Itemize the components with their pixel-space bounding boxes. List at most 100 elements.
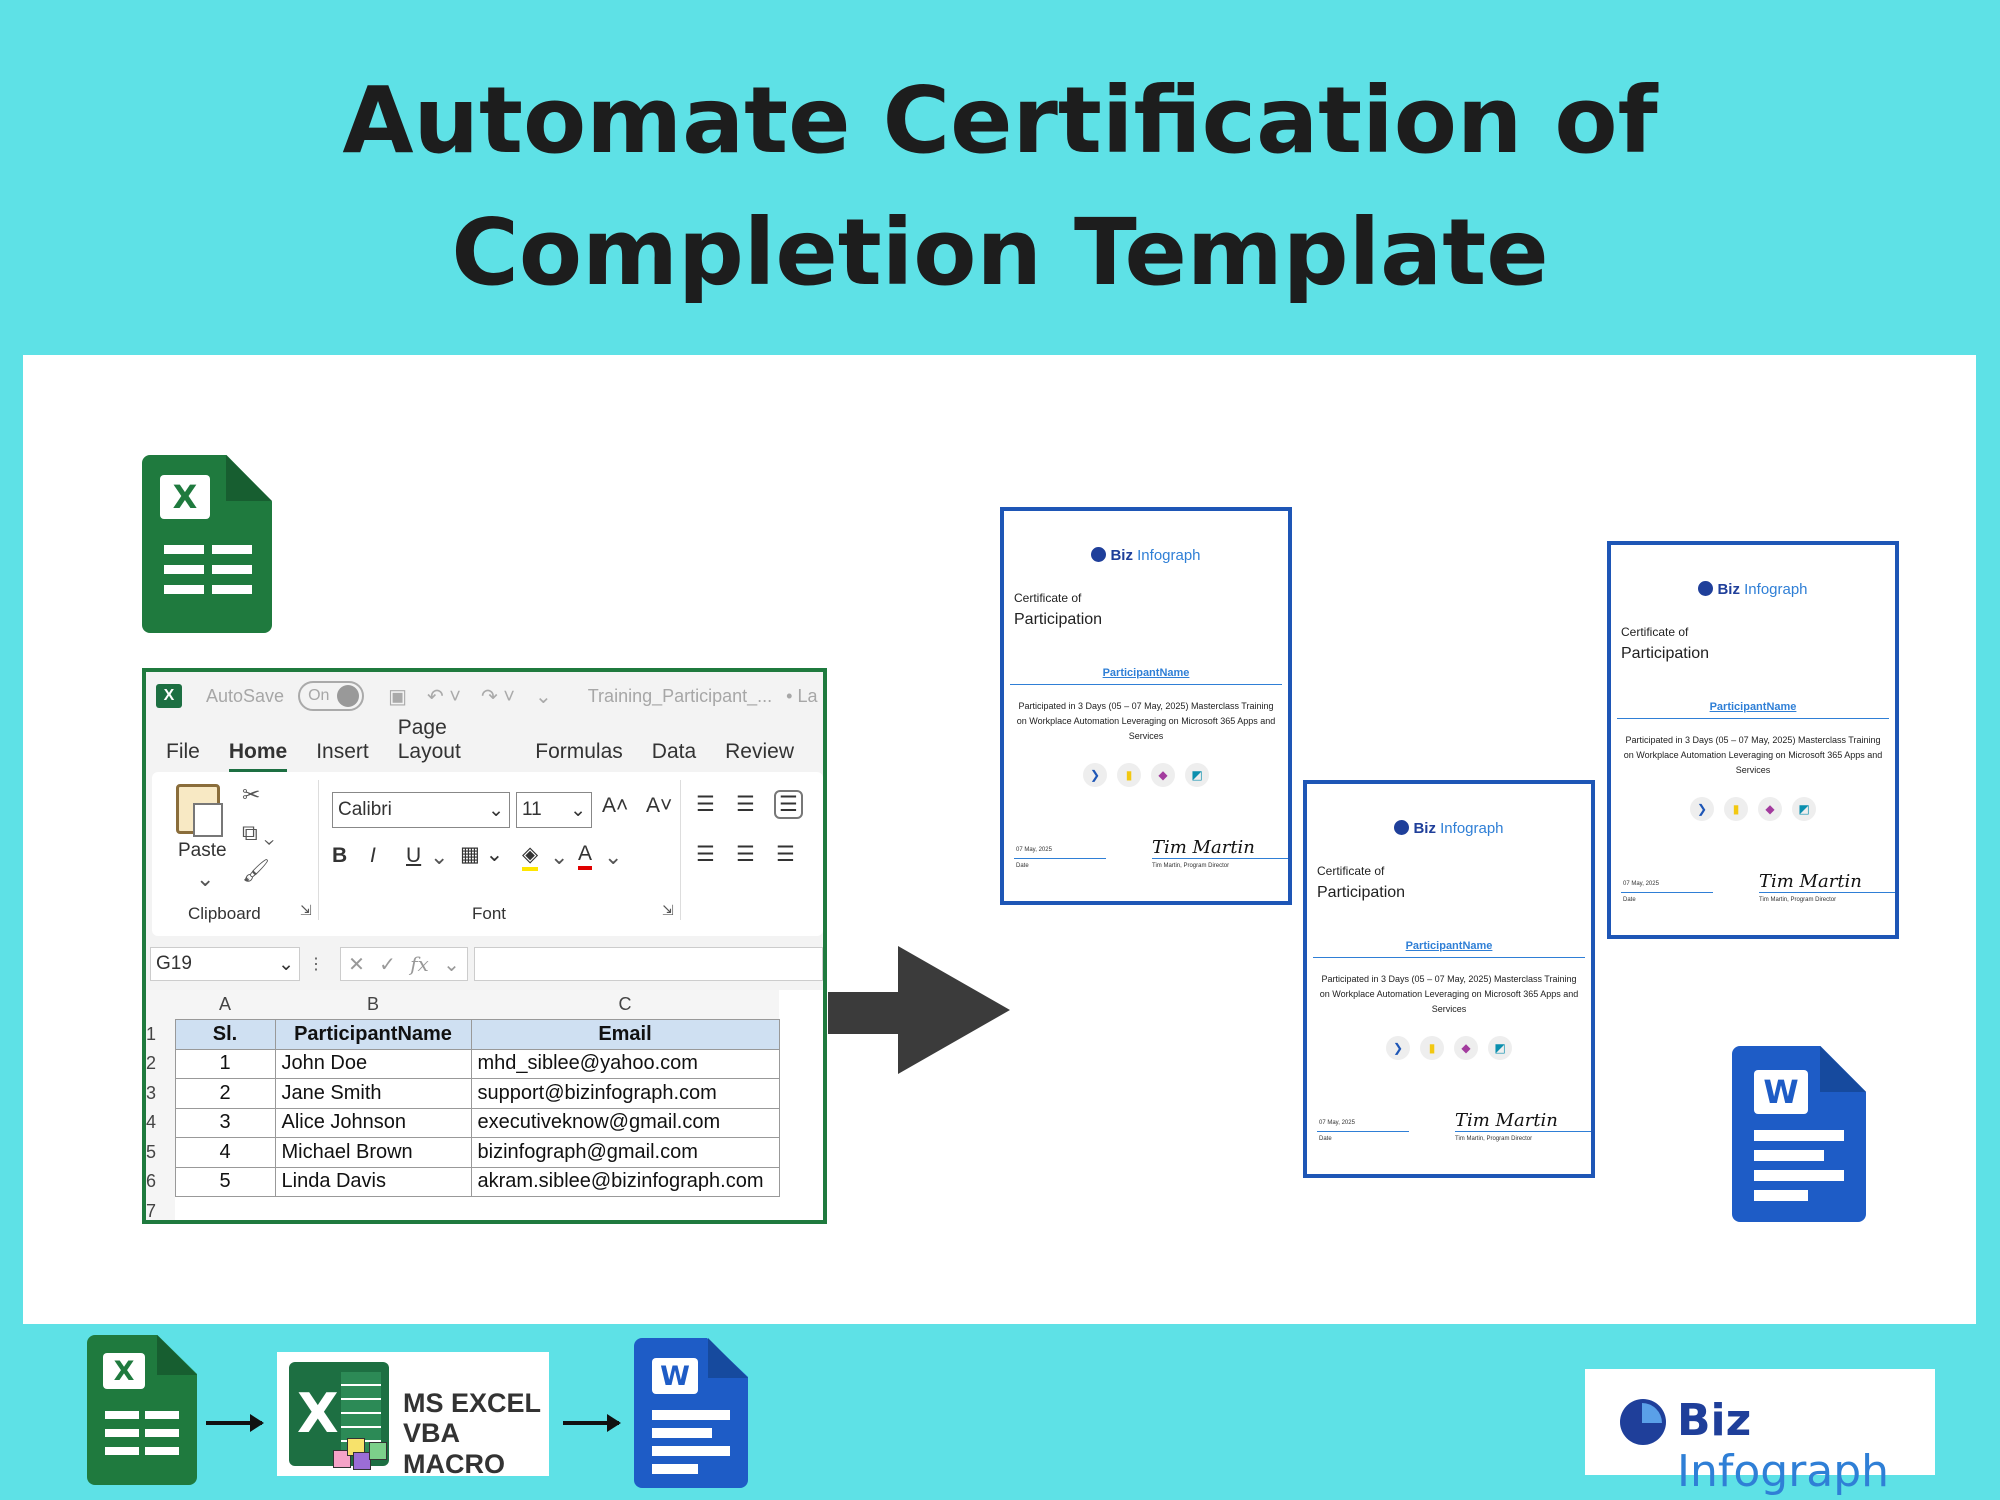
header-cell-sl[interactable]: Sl. — [174, 1019, 276, 1050]
fill-color-dropdown-icon[interactable]: ⌄ — [550, 844, 569, 869]
tab-file[interactable]: File — [166, 740, 200, 763]
insert-function-button[interactable]: fx — [410, 952, 429, 976]
font-size-select[interactable]: 11⌄ — [516, 792, 592, 828]
column-header-a[interactable]: A — [175, 990, 275, 1020]
fill-color-icon[interactable]: ◈ — [522, 842, 539, 871]
borders-icon[interactable]: ▦ ⌄ — [460, 843, 504, 866]
excel-window: X AutoSave On ▣ ↶ ˅ ↷ ˅ ⌄ Training_Parti… — [142, 668, 827, 1224]
ribbon-tabs: File Home Insert Page Layout Formulas Da… — [146, 716, 823, 772]
certificate-brand: Biz Infograph — [1307, 820, 1591, 837]
cell-sl[interactable]: 1 — [174, 1048, 276, 1079]
clipboard-launcher-icon[interactable]: ⇲ — [300, 902, 312, 918]
paste-button[interactable]: Paste — [178, 840, 227, 861]
formula-buttons: ✕ ✓ fx ⌄ — [340, 947, 468, 981]
format-painter-icon[interactable]: 🖌 — [242, 858, 270, 883]
date-label: Date — [1319, 1136, 1332, 1142]
certificate-brand: Biz Infograph — [1611, 581, 1895, 598]
underline-dropdown-icon[interactable]: ⌄ — [430, 844, 449, 869]
autosave-label: AutoSave — [206, 685, 285, 706]
cell-email[interactable]: support@bizinfograph.com — [470, 1078, 780, 1109]
flow-arrow-shaft — [828, 992, 900, 1034]
row-number[interactable]: 3 — [146, 1078, 175, 1108]
cell-sl[interactable]: 3 — [174, 1107, 276, 1138]
align-top-icon[interactable]: ☰ — [696, 793, 715, 816]
row-number[interactable]: 4 — [146, 1108, 175, 1138]
italic-button[interactable]: I — [370, 844, 376, 867]
font-color-dropdown-icon[interactable]: ⌄ — [604, 844, 623, 869]
increase-font-icon[interactable]: A˄ — [602, 794, 629, 817]
decrease-font-icon[interactable]: A˅ — [646, 794, 673, 817]
customize-icon[interactable]: ⌄ — [534, 685, 552, 708]
row-number[interactable]: 2 — [146, 1049, 175, 1079]
date-label: Date — [1623, 897, 1636, 903]
logo-text-infograph: Infograph — [1677, 1446, 1890, 1497]
row-number[interactable]: 6 — [146, 1167, 175, 1197]
redo-icon[interactable]: ↷ ˅ — [480, 685, 515, 708]
excel-file-icon: X — [87, 1335, 197, 1485]
font-name-select[interactable]: Calibri⌄ — [332, 792, 510, 828]
tab-home[interactable]: Home — [228, 740, 288, 772]
certificate-heading-small: Certificate of — [1317, 864, 1385, 878]
cell-name[interactable]: Linda Davis — [274, 1166, 472, 1197]
arrow-right-icon — [206, 1414, 264, 1432]
brand-logo-icon — [1620, 1399, 1666, 1445]
title-line-2: Completion Template — [451, 199, 1549, 306]
signature: Tim Martin — [1759, 871, 1862, 892]
app-icons: ❯ ▮ ◆ ◩ — [1307, 1036, 1591, 1060]
certificate-preview: Biz Infograph Certificate of Participati… — [1303, 780, 1595, 1178]
participant-name-field: ParticipantName — [1405, 940, 1493, 952]
tab-page-layout[interactable]: Page Layout — [397, 716, 461, 763]
font-launcher-icon[interactable]: ⇲ — [662, 902, 674, 918]
font-color-icon[interactable]: A — [578, 842, 593, 870]
row-number[interactable]: 1 — [146, 1019, 175, 1049]
certificate-date: 07 May, 2025 — [1319, 1120, 1355, 1126]
cell-email[interactable]: akram.siblee@bizinfograph.com — [470, 1166, 780, 1197]
word-file-icon: W — [1732, 1046, 1866, 1222]
header-cell-email[interactable]: Email — [470, 1019, 780, 1050]
cut-icon[interactable]: ✂ — [242, 782, 261, 807]
paste-dropdown-icon[interactable]: ⌄ — [196, 866, 215, 891]
cell-name[interactable]: Jane Smith — [274, 1078, 472, 1109]
cell-sl[interactable]: 5 — [174, 1166, 276, 1197]
align-bottom-icon[interactable]: ☰ — [774, 790, 803, 819]
cell-email[interactable]: executiveknow@gmail.com — [470, 1107, 780, 1138]
certificate-date: 07 May, 2025 — [1623, 881, 1659, 887]
column-header-b[interactable]: B — [275, 990, 471, 1020]
cell-sl[interactable]: 4 — [174, 1137, 276, 1168]
certificate-brand: Biz Infograph — [1004, 547, 1288, 564]
row-number[interactable]: 5 — [146, 1137, 175, 1167]
tab-data[interactable]: Data — [651, 740, 697, 763]
power-bi-icon: ▮ — [1420, 1036, 1444, 1060]
header-cell-participant-name[interactable]: ParticipantName — [274, 1019, 472, 1050]
cell-email[interactable]: mhd_siblee@yahoo.com — [470, 1048, 780, 1079]
bold-button[interactable]: B — [332, 844, 348, 867]
cell-name[interactable]: John Doe — [274, 1048, 472, 1079]
signature: Tim Martin — [1455, 1110, 1558, 1131]
underline-button[interactable]: U — [406, 844, 422, 867]
align-middle-icon[interactable]: ☰ — [736, 793, 755, 816]
cell-name[interactable]: Alice Johnson — [274, 1107, 472, 1138]
column-header-c[interactable]: C — [471, 990, 779, 1020]
align-center-icon[interactable]: ☰ — [736, 843, 755, 866]
formula-input[interactable] — [474, 947, 823, 981]
copy-icon[interactable]: ⧉ ⌄ — [242, 820, 275, 845]
cell-sl[interactable]: 2 — [174, 1078, 276, 1109]
undo-icon[interactable]: ↶ ˅ — [426, 685, 461, 708]
cancel-icon[interactable]: ✕ — [348, 953, 365, 976]
autosave-toggle[interactable]: On — [298, 681, 365, 711]
tab-insert[interactable]: Insert — [316, 740, 369, 763]
align-left-icon[interactable]: ☰ — [696, 843, 715, 866]
enter-icon[interactable]: ✓ — [379, 953, 396, 976]
cell-name[interactable]: Michael Brown — [274, 1137, 472, 1168]
name-box[interactable]: G19⌄ — [150, 947, 300, 981]
align-right-icon[interactable]: ☰ — [776, 843, 795, 866]
row-number[interactable]: 7 — [146, 1196, 175, 1220]
tab-formulas[interactable]: Formulas — [535, 740, 623, 763]
tab-review[interactable]: Review — [725, 740, 794, 763]
power-bi-icon: ▮ — [1724, 797, 1748, 821]
power-automate-icon: ❯ — [1083, 763, 1107, 787]
save-icon[interactable]: ▣ — [388, 685, 407, 708]
paste-icon[interactable] — [176, 784, 223, 837]
cell-email[interactable]: bizinfograph@gmail.com — [470, 1137, 780, 1168]
fx-dropdown-icon[interactable]: ⌄ — [443, 953, 460, 976]
